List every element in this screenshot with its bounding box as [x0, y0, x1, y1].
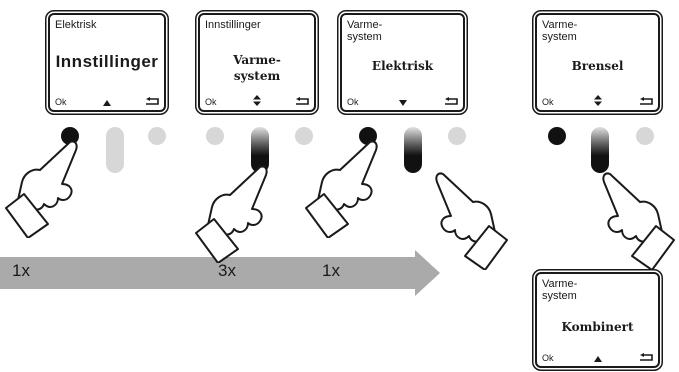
nav-button-pressed: [404, 127, 422, 173]
press-count-label: 1x: [12, 261, 30, 280]
back-button: [448, 127, 466, 145]
pointing-hand-icon: [5, 140, 78, 238]
display-screen-4: Varme- system Brensel Ok: [535, 13, 660, 112]
up-icon: [103, 100, 111, 106]
back-button: [148, 127, 166, 145]
up-icon: [593, 356, 602, 362]
screen-softkeys: Ok: [542, 93, 653, 107]
up-down-icon: [253, 95, 261, 106]
display-screen-5: Varme- system Kombinert Ok: [535, 272, 660, 368]
screen-header: Elektrisk: [55, 19, 97, 31]
ok-label: Ok: [542, 353, 554, 363]
screen-title: Brensel: [571, 59, 624, 73]
down-icon: [398, 100, 407, 106]
nav-button: [106, 127, 124, 173]
press-count-label: 3x: [218, 261, 236, 280]
screen-title: Innstillinger: [55, 52, 159, 71]
display-screen-3: Varme- system Elektrisk Ok: [340, 13, 465, 112]
nav-button-pressed: [251, 127, 269, 173]
back-icon: [146, 97, 159, 105]
nav-button-pressed: [591, 127, 609, 173]
screen-softkeys: Ok: [542, 349, 653, 363]
back-icon: [445, 97, 458, 105]
screen-title: Elektrisk: [371, 59, 434, 73]
ok-label: Ok: [542, 97, 554, 107]
screen-softkeys: Ok: [347, 93, 458, 107]
screen-header: Varme- system: [542, 278, 578, 302]
back-button: [295, 127, 313, 145]
screen-title: Kombinert: [561, 320, 634, 334]
ok-label: Ok: [205, 97, 217, 107]
display-screen-2: Innstillinger Varme- system Ok: [198, 13, 316, 112]
screen-header: Varme- system: [542, 19, 578, 43]
sequence-arrow: [0, 250, 440, 296]
back-button: [636, 127, 654, 145]
screen-title: Varme- system: [233, 53, 281, 83]
pointing-hand-icon: [305, 140, 378, 238]
press-count-label: 1x: [322, 261, 340, 280]
pointing-hand-icon: [602, 172, 675, 270]
back-icon: [296, 97, 309, 105]
ok-button: [61, 127, 79, 145]
screen-softkeys: Ok: [205, 93, 309, 107]
ok-label: Ok: [347, 97, 359, 107]
ok-label: Ok: [55, 97, 67, 107]
back-icon: [640, 353, 653, 361]
display-screen-1: Elektrisk Innstillinger Ok: [48, 13, 166, 112]
screen-softkeys: Ok: [55, 93, 159, 107]
ok-button: [548, 127, 566, 145]
ok-button: [206, 127, 224, 145]
pointing-hand-icon: [195, 165, 268, 263]
up-down-icon: [593, 95, 602, 106]
back-icon: [640, 97, 653, 105]
screen-header: Varme- system: [347, 19, 383, 43]
screen-header: Innstillinger: [205, 19, 261, 31]
pointing-hand-icon: [435, 172, 508, 270]
